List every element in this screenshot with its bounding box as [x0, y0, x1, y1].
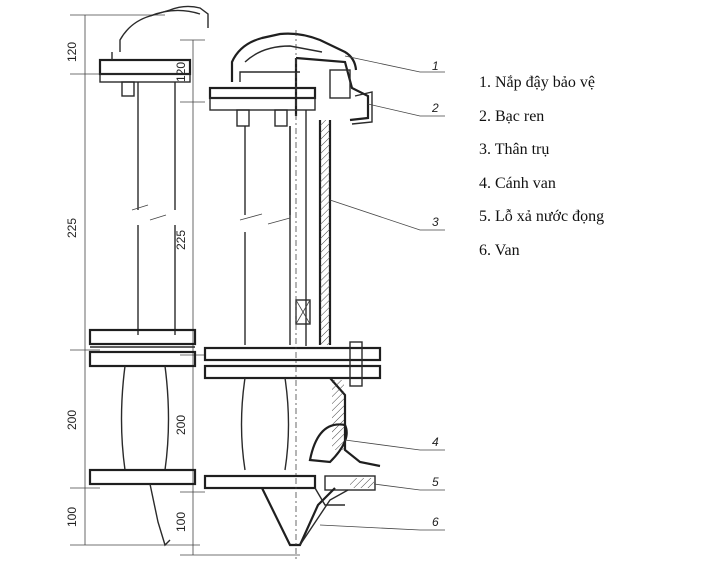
legend-item-hydrant-body: 3. Thân trụ — [479, 141, 550, 158]
dim-right-225: 225 — [174, 230, 188, 250]
dim-left-200: 200 — [65, 410, 79, 430]
dim-right-120: 120 — [174, 62, 188, 82]
dim-right-200: 200 — [174, 415, 188, 435]
front-hydrant-section — [203, 30, 382, 560]
left-dimension-chain — [70, 14, 200, 546]
callout-6: 6 — [432, 515, 439, 529]
legend-item-protective-cap: 1. Nắp đậy bảo vệ — [479, 74, 595, 91]
dim-left-100: 100 — [65, 507, 79, 527]
callout-1: 1 — [432, 59, 439, 73]
legend-item-valve-flap: 4. Cánh van — [479, 174, 556, 192]
legend-item-drain-hole: 5. Lỗ xả nước đọng — [479, 208, 605, 225]
parts-legend: 1. Nắp đậy bảo vệ 2. Bạc ren 3. Thân trụ… — [479, 66, 699, 267]
callout-2: 2 — [431, 101, 439, 115]
dim-left-120: 120 — [65, 42, 79, 62]
callout-5: 5 — [432, 475, 439, 489]
callout-4: 4 — [432, 435, 439, 449]
rear-hydrant-outline — [88, 5, 209, 547]
legend-item-valve: 6. Van — [479, 241, 520, 259]
dim-left-225: 225 — [65, 218, 79, 238]
legend-item-threaded-bushing: 2. Bạc ren — [479, 107, 545, 125]
callout-leaders — [319, 55, 445, 531]
callout-3: 3 — [432, 215, 439, 229]
right-dimension-chain — [180, 39, 300, 556]
dim-right-100: 100 — [174, 512, 188, 532]
